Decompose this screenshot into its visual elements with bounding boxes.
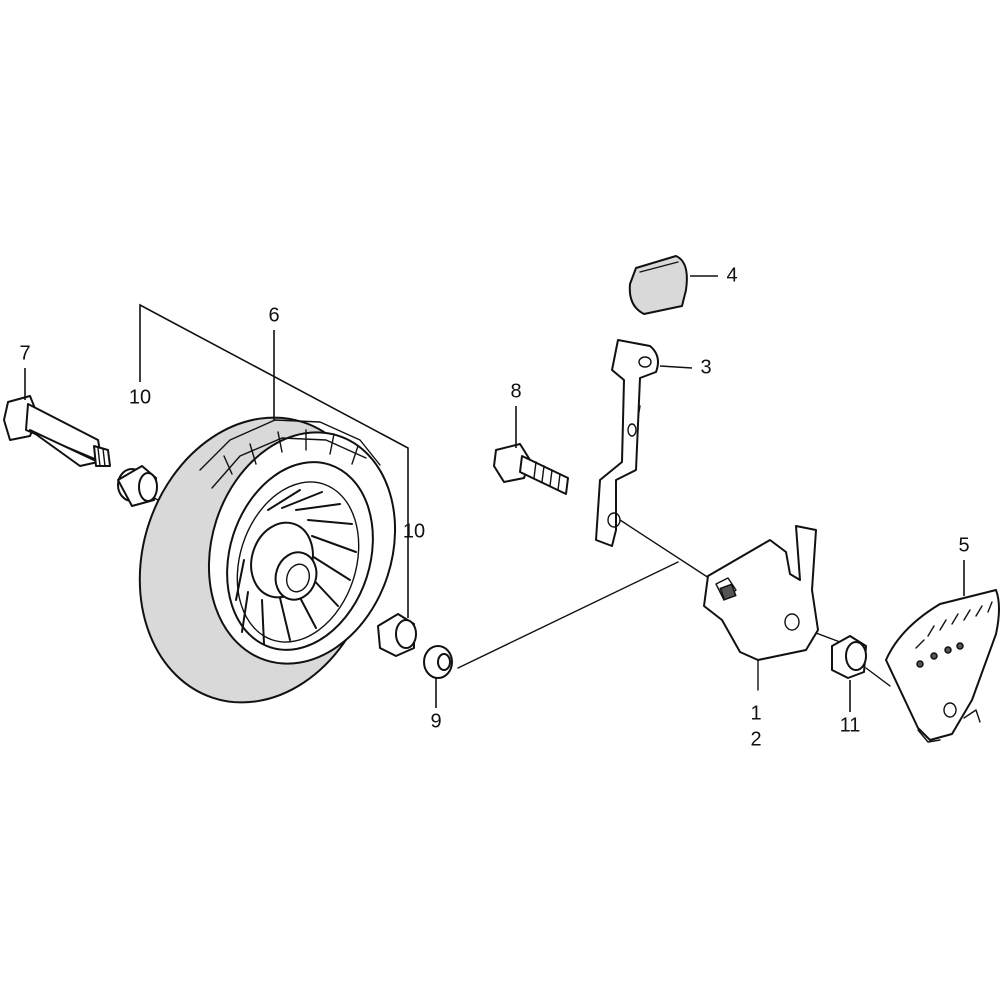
callout-11: 11 <box>840 714 861 736</box>
callout-8: 8 <box>510 380 521 402</box>
callout-10-upper: 10 <box>129 386 151 408</box>
bushing-lower <box>377 613 417 657</box>
callouts: 7 10 6 10 9 4 3 8 1 2 11 5 <box>19 264 969 750</box>
spacer <box>831 635 867 679</box>
wheel <box>138 416 397 704</box>
adjuster-lever <box>595 339 659 547</box>
bracket-plate <box>703 525 819 691</box>
callout-4: 4 <box>726 264 737 286</box>
callout-10-lower: 10 <box>403 520 425 542</box>
callout-5: 5 <box>958 534 969 556</box>
axle-bolt <box>3 395 111 467</box>
knob-cap <box>628 255 688 315</box>
callout-3: 3 <box>700 356 711 378</box>
flange-bolt <box>493 443 569 495</box>
callout-2: 2 <box>750 728 761 750</box>
indicator-plate <box>885 589 1000 743</box>
callout-1: 1 <box>750 702 761 724</box>
callout-7: 7 <box>19 342 30 364</box>
bushing-upper <box>117 465 158 507</box>
callout-6: 6 <box>268 304 279 326</box>
callout-9: 9 <box>430 710 441 732</box>
washer <box>423 645 453 679</box>
